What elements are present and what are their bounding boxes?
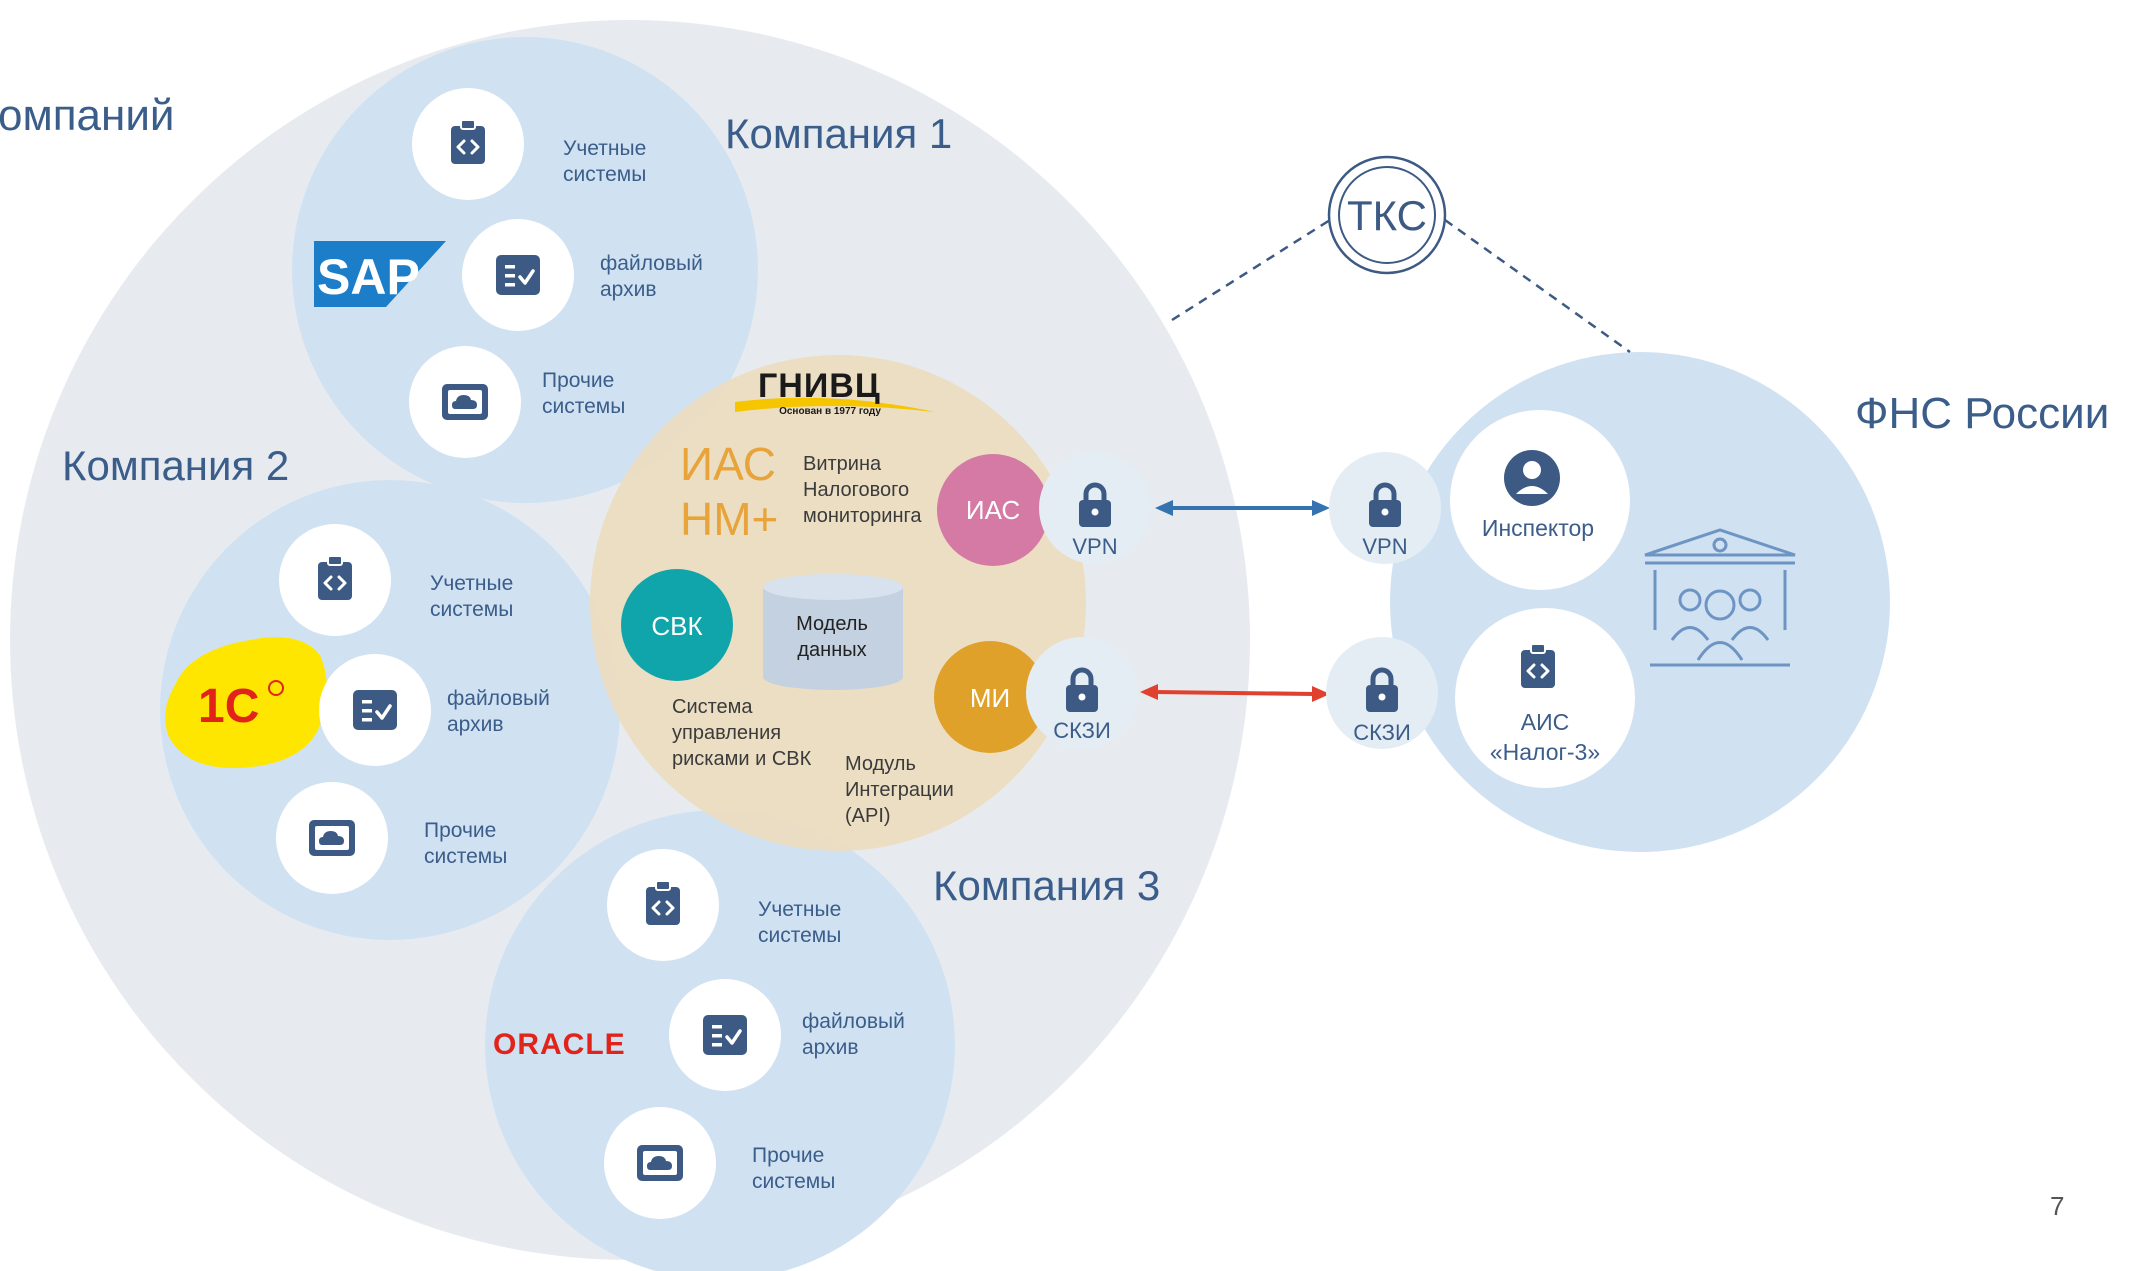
companies-group-title: омпаний xyxy=(0,91,174,140)
data-model-label-2: данных xyxy=(797,639,866,661)
cloud-screen-icon xyxy=(309,820,355,856)
code-clipboard-icon xyxy=(449,118,487,166)
company-2-archive-label-2: архив xyxy=(447,713,504,736)
1c-logo: 1С xyxy=(165,637,328,769)
company-3-archive-label-1: файловый xyxy=(802,1010,905,1033)
company-1-archive-label-2: архив xyxy=(600,278,657,301)
code-clipboard-icon xyxy=(1519,642,1557,690)
company-3-other-label-1: Прочие xyxy=(752,1144,824,1167)
company-2-archive-label-1: файловый xyxy=(447,687,550,710)
vpn-arrow xyxy=(1155,500,1330,516)
gnivc-logo-subtitle: Основан в 1977 году xyxy=(779,406,881,417)
company-2-other-label-1: Прочие xyxy=(424,819,496,842)
svk-node xyxy=(621,569,733,681)
checklist-icon xyxy=(351,688,399,732)
tks-dashed-line-right xyxy=(1444,218,1631,354)
company-2-accounting-label-2: системы xyxy=(430,598,513,621)
company-2-other-label-2: системы xyxy=(424,845,507,868)
code-clipboard-icon xyxy=(316,554,354,602)
module-label-3: (API) xyxy=(845,805,891,827)
risk-label-3: рисками и СВК xyxy=(672,748,812,770)
company-1-title: Компания 1 xyxy=(725,110,952,157)
risk-label-1: Система xyxy=(672,696,753,718)
skzi-right-label: СКЗИ xyxy=(1353,720,1411,745)
tks-dashed-line-left xyxy=(1171,218,1331,322)
1c-logo-text: 1С xyxy=(198,680,259,733)
gnivc-logo: ГНИВЦ Основан в 1977 году xyxy=(735,367,935,417)
ias-node xyxy=(937,454,1049,566)
module-label-2: Интеграции xyxy=(845,779,954,801)
code-clipboard-icon xyxy=(644,879,682,927)
company-1-other-label-1: Прочие xyxy=(542,369,614,392)
fns-circle xyxy=(1390,352,1890,852)
checklist-icon xyxy=(701,1013,749,1057)
company-1-accounting-label-2: системы xyxy=(563,163,646,186)
product-name-line-2: НМ+ xyxy=(680,493,778,545)
fns-title: ФНС России xyxy=(1855,389,2109,438)
vitrina-label-3: мониторинга xyxy=(803,505,922,527)
company-2-title: Компания 2 xyxy=(62,442,289,489)
company-3-title: Компания 3 xyxy=(933,862,1160,909)
ias-node-label: ИАС xyxy=(966,495,1020,525)
skzi-arrow xyxy=(1140,684,1330,702)
svk-node-label: СВК xyxy=(651,611,702,641)
ais-label-1: АИС xyxy=(1521,709,1569,735)
data-model-cylinder xyxy=(763,574,903,690)
vitrina-label-1: Витрина xyxy=(803,453,882,475)
sap-logo: SAP xyxy=(314,241,446,307)
tax-office-building-icon xyxy=(1644,528,1796,667)
page-number: 7 xyxy=(2050,1191,2064,1221)
company-3-archive-label-2: архив xyxy=(802,1036,859,1059)
module-label-1: Модуль xyxy=(845,753,916,775)
data-model-label-1: Модель xyxy=(796,613,868,635)
mi-node xyxy=(934,641,1046,753)
company-3-accounting-label-2: системы xyxy=(758,924,841,947)
product-name-line-1: ИАС xyxy=(680,438,776,490)
inspector-label: Инспектор xyxy=(1482,515,1594,541)
tks-badge-inner xyxy=(1338,166,1436,264)
cloud-screen-icon xyxy=(637,1145,683,1181)
cloud-screen-icon xyxy=(442,384,488,420)
ais-nalog-node xyxy=(1455,608,1635,788)
vpn-left-label: VPN xyxy=(1072,534,1117,559)
vpn-right-label: VPN xyxy=(1362,534,1407,559)
company-3-accounting-label-1: Учетные xyxy=(758,898,841,921)
user-icon xyxy=(1504,450,1560,506)
tks-label: ТКС xyxy=(1347,192,1427,239)
oracle-logo: ORACLE xyxy=(493,1028,626,1061)
risk-label-2: управления xyxy=(672,722,781,744)
company-1-archive-label-1: файловый xyxy=(600,252,703,275)
checklist-icon xyxy=(494,253,542,297)
skzi-left-label: СКЗИ xyxy=(1053,718,1111,743)
company-2-accounting-label-1: Учетные xyxy=(430,572,513,595)
mi-node-label: МИ xyxy=(970,683,1010,713)
vitrina-label-2: Налогового xyxy=(803,479,909,501)
sap-logo-text: SAP xyxy=(317,249,420,305)
company-1-accounting-label-1: Учетные xyxy=(563,137,646,160)
ais-label-2: «Налог-3» xyxy=(1490,739,1600,765)
company-3-other-label-2: системы xyxy=(752,1170,835,1193)
company-1-other-label-2: системы xyxy=(542,395,625,418)
gnivc-logo-text: ГНИВЦ xyxy=(758,367,881,405)
